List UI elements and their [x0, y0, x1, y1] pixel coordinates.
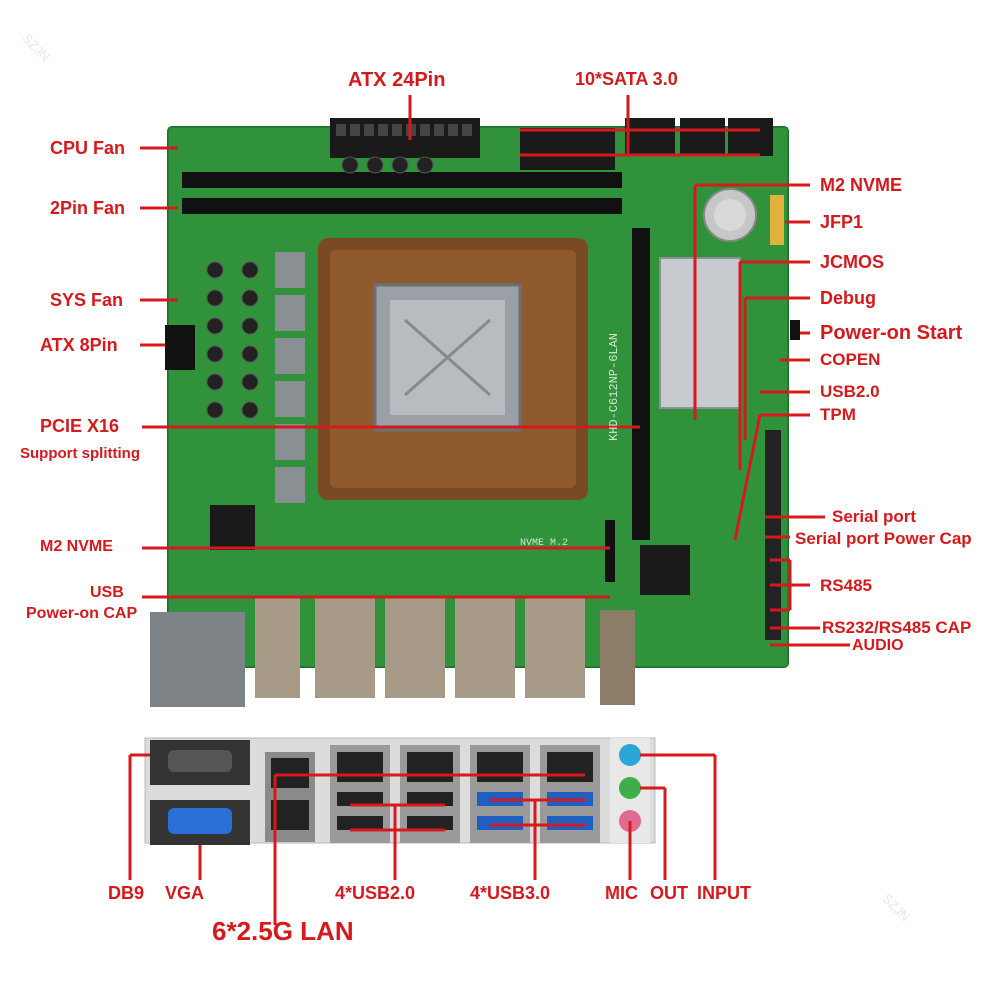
rj45-stack-board — [385, 598, 445, 698]
label-jcmos: JCMOS — [820, 252, 885, 272]
label-pcie: PCIE X16 — [40, 416, 120, 436]
sata-connector — [728, 118, 773, 156]
atx8-connector — [165, 325, 195, 370]
audio-line-in-jack — [619, 744, 641, 766]
pcie-x16-slot — [632, 228, 650, 540]
label-atx24: ATX 24Pin — [348, 69, 446, 91]
label-copen: COPEN — [820, 350, 881, 369]
label-serial-cap: Serial port Power Cap — [795, 529, 972, 548]
m2-slot-right — [659, 257, 741, 409]
label-usb-cap-2: Power-on CAP — [26, 605, 138, 622]
label-sys-fan: SYS Fan — [50, 290, 124, 310]
m2-silkscreen: NVME M.2 — [520, 538, 569, 549]
label-usb3x4: 4*USB3.0 — [470, 883, 551, 903]
sata-connector — [625, 118, 675, 156]
rj45-stack-board — [525, 598, 585, 698]
audio-jack-board — [600, 610, 635, 705]
label-input: INPUT — [697, 883, 751, 903]
label-usb2: USB2.0 — [820, 382, 880, 401]
label-vga: VGA — [165, 883, 205, 903]
label-atx8: ATX 8Pin — [40, 335, 118, 355]
db9-port-board — [150, 612, 245, 707]
dimm-slot — [182, 172, 622, 188]
dimm-slot — [182, 198, 622, 214]
label-rs232: RS232/RS485 CAP — [822, 618, 972, 637]
label-audio: AUDIO — [852, 637, 904, 654]
label-debug: Debug — [820, 288, 876, 308]
label-jfp1: JFP1 — [820, 212, 864, 232]
label-sata: 10*SATA 3.0 — [575, 69, 678, 89]
rj45-stack-board — [315, 598, 375, 698]
board-model-silkscreen: KHD-C612NP-6LAN — [607, 332, 622, 442]
label-db9: DB9 — [108, 883, 145, 903]
label-power-on: Power-on Start — [820, 322, 963, 344]
m2-slot-bottom — [605, 520, 615, 582]
sata-connector — [520, 128, 565, 150]
label-tpm: TPM — [820, 405, 856, 424]
label-cpu-fan: CPU Fan — [50, 138, 126, 158]
chipset — [640, 545, 690, 595]
label-serial: Serial port — [832, 507, 917, 526]
label-m2-right: M2 NVME — [820, 175, 903, 195]
label-m2-left: M2 NVME — [40, 538, 113, 555]
sata-connector — [680, 118, 725, 156]
label-out: OUT — [650, 883, 688, 903]
label-rs485: RS485 — [820, 576, 872, 595]
sata-connector — [565, 150, 615, 170]
sata-connector — [520, 150, 565, 170]
rj45-stack-board — [455, 598, 515, 698]
audio-line-out-jack — [619, 777, 641, 799]
sata-connector — [565, 128, 615, 150]
label-pcie-sub: Support splitting — [20, 445, 140, 462]
label-lan: 6*2.5G LAN — [212, 916, 354, 946]
label-usb2x4: 4*USB2.0 — [335, 883, 416, 903]
label-mic: MIC — [605, 883, 638, 903]
label-usb-cap-1: USB — [90, 584, 124, 601]
label-2pin-fan: 2Pin Fan — [50, 198, 126, 218]
